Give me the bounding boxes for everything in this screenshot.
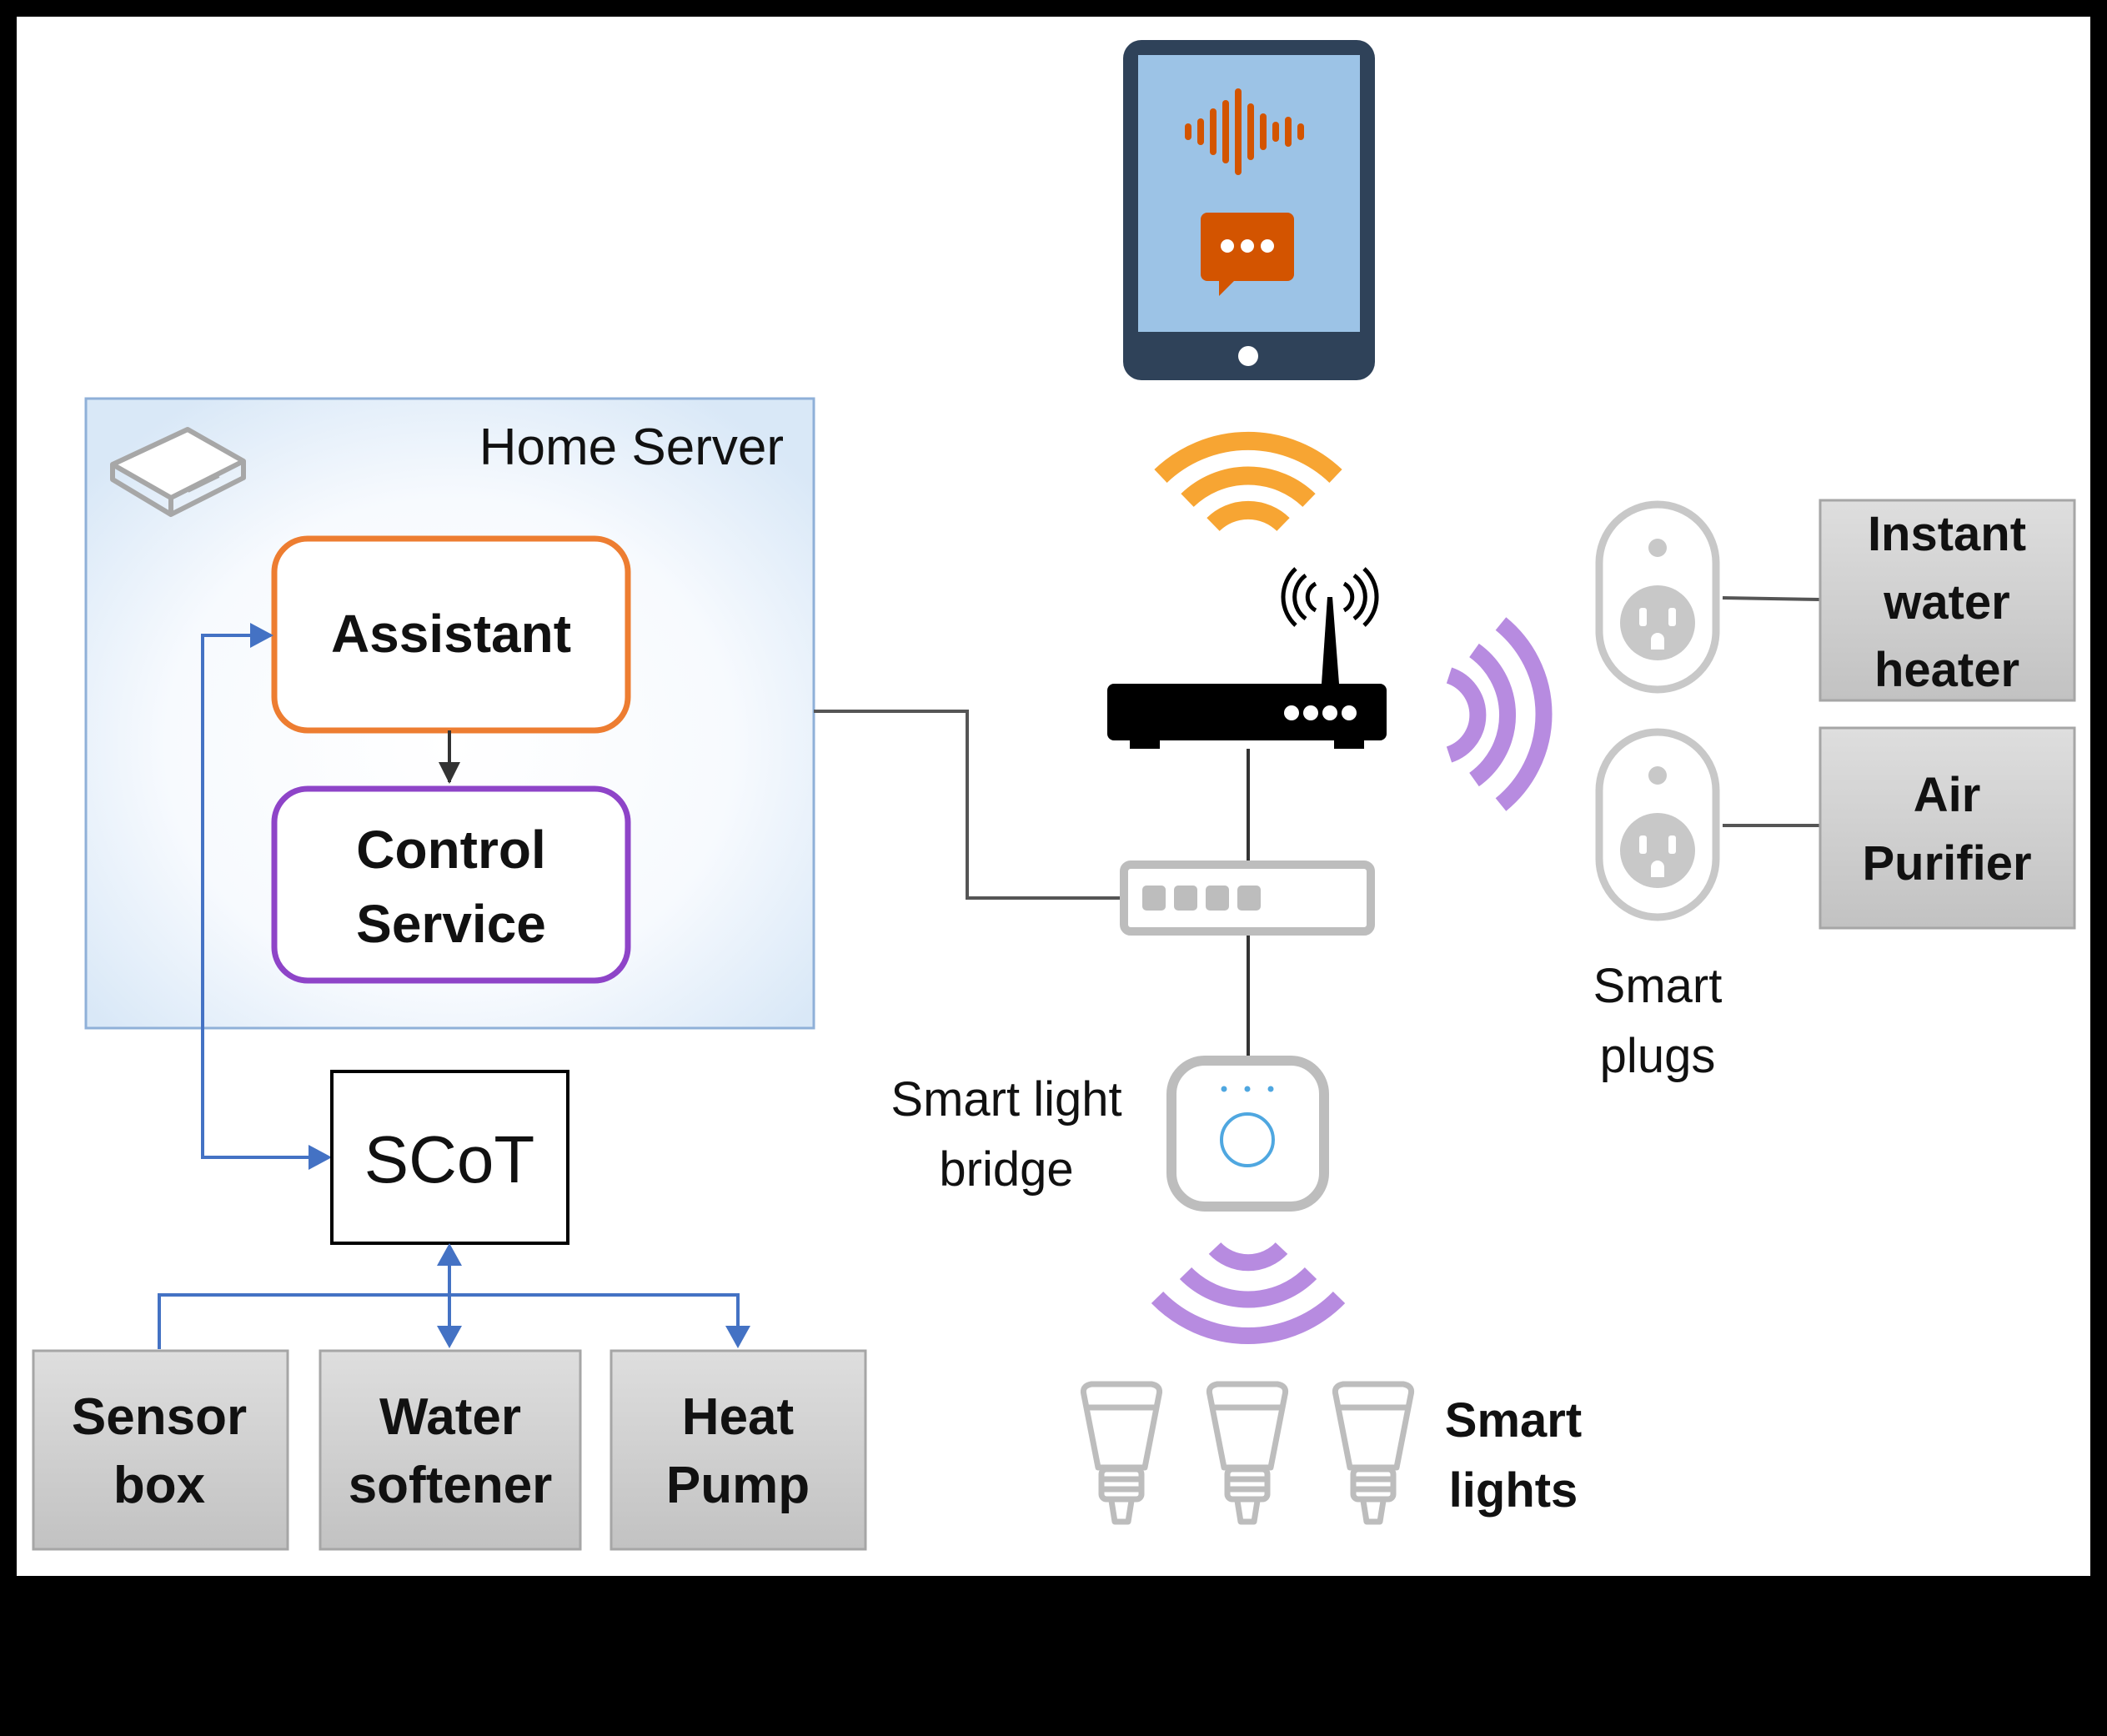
appliance-air-purifier: Air Purifier <box>1819 726 2076 930</box>
smart-lights-label-line2: lights <box>1449 1463 1578 1518</box>
control-service-label-line2: Service <box>356 894 546 954</box>
router-icon <box>1107 567 1387 749</box>
server-icon <box>110 427 246 517</box>
scot-up-arrowhead <box>437 1243 462 1266</box>
scot-link-arrowhead <box>309 1145 332 1170</box>
light-bulb-icon <box>1080 1381 1163 1525</box>
smart-plugs-label-line1: Smart <box>1593 959 1723 1013</box>
heat-pump-label-line1: Heat <box>682 1388 794 1446</box>
chat-bubble-icon <box>1201 213 1294 296</box>
water-softener-label-line1: Water <box>379 1388 521 1446</box>
smart-plugs-label-line2: plugs <box>1600 1029 1716 1083</box>
voice-waveform-icon <box>1185 88 1304 175</box>
scot-box <box>330 1070 569 1245</box>
smart-plugs-group <box>1595 500 1720 921</box>
home-server-label: Home Server <box>479 419 784 476</box>
smart-lights-group <box>1080 1381 1415 1525</box>
device-sensor-box: Sensor box <box>32 1349 289 1551</box>
appliance-instant-water-heater: Instant water heater <box>1819 499 2076 702</box>
device-water-softener: Water softener <box>319 1349 582 1551</box>
server-switch-cable <box>814 710 1124 900</box>
water-softener-arrowhead <box>437 1326 462 1348</box>
light-bulb-icon <box>1206 1381 1289 1525</box>
control-service-box <box>271 785 631 984</box>
water-heater-label-line1: Instant <box>1868 507 2026 561</box>
light-bulb-icon <box>1332 1381 1415 1525</box>
smart-plug-icon <box>1595 728 1720 921</box>
assistant-link-arrowhead <box>250 623 273 648</box>
scot-label: SCoT <box>364 1122 535 1197</box>
tablet-icon <box>1123 40 1375 380</box>
plug1-cable <box>1722 596 1821 601</box>
water-heater-label-line2: water <box>1883 575 2010 630</box>
network-switch-icon <box>1120 860 1375 936</box>
wireless-plugs-icon <box>1446 617 1553 811</box>
smart-plug-icon <box>1595 500 1720 694</box>
bridge-icon <box>1166 1056 1329 1212</box>
water-softener-label-line2: softener <box>349 1457 553 1514</box>
sensor-box-label-line2: box <box>113 1457 206 1514</box>
sensor-box-label-line1: Sensor <box>72 1388 247 1446</box>
assistant-label: Assistant <box>331 604 571 664</box>
device-heat-pump: Heat Pump <box>610 1349 867 1551</box>
bridge-label-line1: Smart light <box>890 1072 1121 1126</box>
heat-pump-arrowhead <box>725 1326 750 1348</box>
heat-pump-label-line2: Pump <box>666 1457 810 1514</box>
air-purifier-label-line2: Purifier <box>1862 836 2031 891</box>
wireless-lights-icon <box>1151 1242 1346 1345</box>
assistant-scot-link <box>201 634 327 1159</box>
control-service-label-line1: Control <box>356 820 546 880</box>
air-purifier-label-line1: Air <box>1914 768 1981 822</box>
bridge-label-line2: bridge <box>939 1142 1073 1197</box>
wifi-icon <box>1154 431 1342 532</box>
smart-lights-label-line1: Smart <box>1445 1393 1582 1448</box>
water-heater-label-line3: heater <box>1874 643 2019 697</box>
